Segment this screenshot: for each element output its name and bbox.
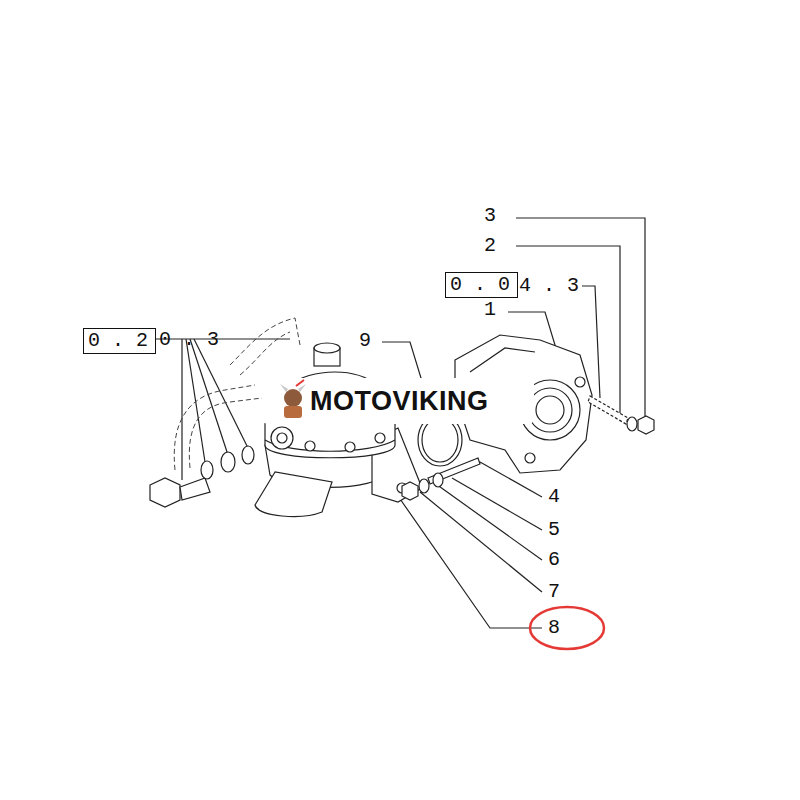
callout-number: 1: [484, 298, 496, 322]
callout-number: 6: [548, 548, 560, 572]
watermark: MOTOVIKING: [310, 385, 489, 417]
callout-number: 4: [548, 485, 560, 509]
reference-text: 0 . 2: [88, 330, 155, 352]
reference-number: 4 . 3: [519, 274, 579, 298]
reference-box: 0 . 0: [445, 272, 518, 298]
callout-number: 9: [359, 329, 371, 353]
callout-number: 8: [548, 616, 560, 640]
reference-text: 0 . 0: [450, 274, 517, 296]
callout-number: 7: [548, 580, 560, 604]
callout-number: 3: [484, 204, 496, 228]
callout-number: 2: [484, 234, 496, 258]
callout-number: 5: [548, 518, 560, 542]
reference-box: 0 . 2: [83, 328, 156, 354]
reference-number: 0 . 3: [159, 328, 219, 352]
